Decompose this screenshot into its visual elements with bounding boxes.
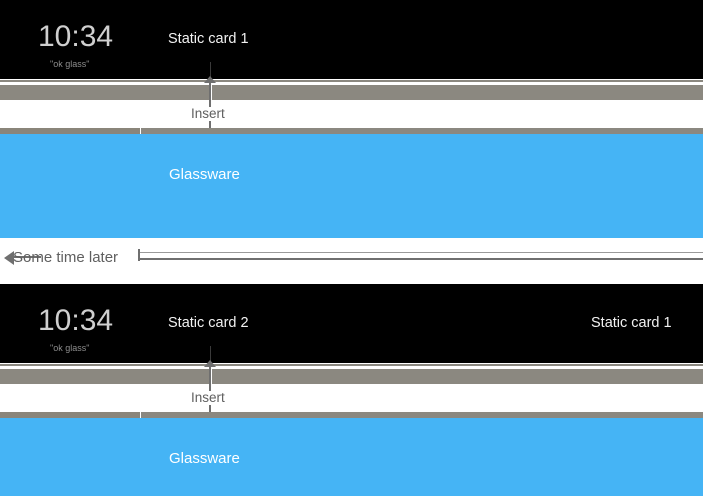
insert-arrow-head-icon-1 <box>204 76 216 83</box>
transition-line-upper <box>138 252 703 253</box>
timeline-bar-2-left-top <box>0 364 210 366</box>
transition-band <box>0 238 703 283</box>
insert-label-1: Insert <box>186 107 230 121</box>
timeline-card-strip-2: 10:34 "ok glass" Static card 2 Static ca… <box>0 284 703 363</box>
transition-arrow-stem-left <box>13 256 41 258</box>
insert-arrow-stem-1 <box>209 82 211 128</box>
glassware-bar-2-right <box>141 412 703 418</box>
timeline-bar-1-right <box>212 85 703 100</box>
static-card-label-1-1: Static card 1 <box>168 31 249 47</box>
insert-label-2: Insert <box>186 391 230 405</box>
transition-label: Some time later <box>13 249 119 266</box>
transition-arrow-head-icon <box>4 251 14 265</box>
card-divider-2 <box>210 346 211 363</box>
timeline-bar-1-right-top <box>212 80 703 82</box>
insert-band-2 <box>0 384 703 412</box>
timeline-card-strip-1: 10:34 "ok glass" Static card 1 <box>0 0 703 79</box>
card-divider-1 <box>210 62 211 79</box>
timeline-bar-1-left-top <box>0 80 210 82</box>
timeline-bar-2-left <box>0 369 210 384</box>
glassware-label-2: Glassware <box>169 450 240 467</box>
glassware-strip-2: Glassware <box>0 418 703 496</box>
ok-glass-hint-1: "ok glass" <box>50 59 90 69</box>
glassware-strip-1: Glassware <box>0 134 703 238</box>
glassware-bar-2-left <box>0 412 140 418</box>
static-card-label-2-1: Static card 2 <box>168 315 249 331</box>
glassware-bar-1-right <box>141 128 703 134</box>
transition-line-lower <box>140 258 703 260</box>
insert-band-1 <box>0 100 703 128</box>
insert-arrow-head-icon-2 <box>204 360 216 367</box>
glassware-label-1: Glassware <box>169 166 240 183</box>
ok-glass-hint-2: "ok glass" <box>50 343 90 353</box>
timeline-bar-2-right <box>212 369 703 384</box>
timeline-bar-2-right-top <box>212 364 703 366</box>
transition-tick <box>138 249 140 261</box>
insert-arrow-stem-2 <box>209 366 211 412</box>
timeline-bar-1-left <box>0 85 210 100</box>
glass-clock-1: 10:34 <box>38 20 114 53</box>
glass-clock-2: 10:34 <box>38 304 114 337</box>
glassware-bar-1-left <box>0 128 140 134</box>
static-card-label-2-2: Static card 1 <box>591 315 672 331</box>
